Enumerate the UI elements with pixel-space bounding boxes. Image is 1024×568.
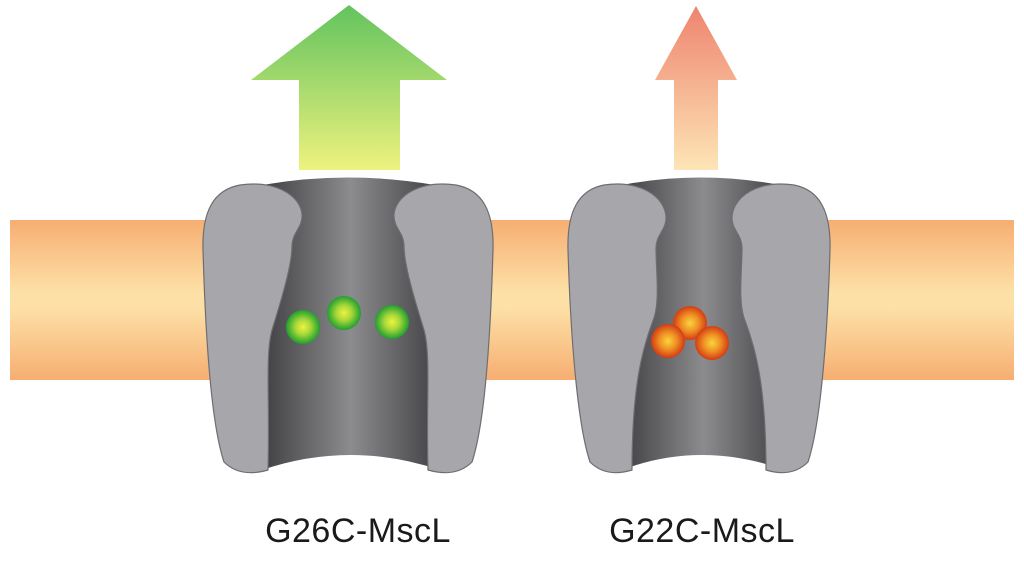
- particle-red: [695, 326, 729, 360]
- flux-arrow-large: [251, 5, 447, 170]
- channel-label-g26c: G26C-MscL: [265, 512, 451, 550]
- channel-subunit-left: [567, 183, 667, 474]
- particle-green: [327, 296, 361, 330]
- particle-green: [286, 310, 320, 344]
- channel-subunit-left: [202, 183, 303, 474]
- channel-subunit-right: [393, 183, 494, 474]
- membrane-band: [10, 220, 1014, 380]
- flux-arrow-small: [655, 6, 737, 170]
- channel-label-g22c: G22C-MscL: [609, 512, 795, 550]
- channel-g26c: [202, 5, 494, 474]
- channel-g22c: [567, 6, 831, 474]
- channel-subunit-right: [731, 183, 831, 474]
- particle-red: [651, 324, 685, 358]
- particle-green: [375, 305, 409, 339]
